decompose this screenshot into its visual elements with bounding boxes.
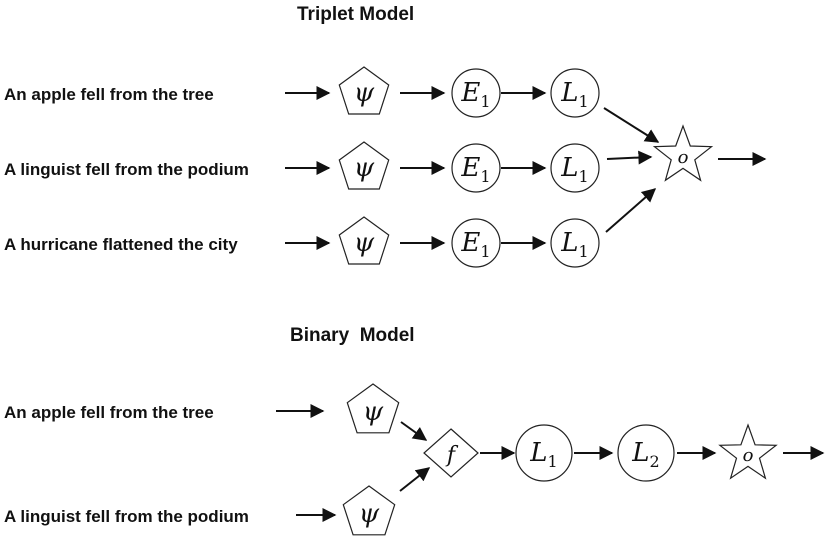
encoder-node-3 bbox=[451, 218, 501, 268]
pentagon-psi-binary-2 bbox=[342, 485, 396, 536]
layer-node-2 bbox=[550, 143, 600, 193]
output-star-triplet bbox=[652, 124, 714, 182]
output-label-triplet: o bbox=[678, 147, 689, 168]
layer1-node-binary bbox=[515, 424, 573, 482]
pentagon-psi-1 bbox=[338, 66, 390, 115]
binary-model-title: Binary Model bbox=[290, 325, 415, 346]
triplet-sentence-2: A linguist fell from the podium bbox=[4, 160, 249, 179]
layer-label-1: L1 bbox=[560, 78, 588, 111]
arrow-psi-binary1-to-f bbox=[400, 421, 428, 441]
binary-sentence-2: A linguist fell from the podium bbox=[4, 507, 249, 526]
pentagon-psi-binary-1 bbox=[346, 383, 400, 434]
encoder-label-2: E1 bbox=[460, 153, 490, 186]
pentagon-psi-2 bbox=[338, 141, 390, 190]
layer2-label-binary: L2 bbox=[631, 438, 659, 471]
arrow-l1-3-to-output bbox=[605, 188, 657, 233]
triplet-sentence-3: A hurricane flattened the city bbox=[4, 235, 238, 254]
encoder-label-1: E1 bbox=[460, 78, 490, 111]
layer-label-2: L1 bbox=[560, 153, 588, 186]
psi-label-3: ψ bbox=[354, 228, 375, 258]
encoder-label-3: E1 bbox=[460, 228, 490, 261]
binary-sentence-1: An apple fell from the tree bbox=[4, 403, 214, 422]
arrow-psi-binary2-to-f bbox=[399, 467, 431, 492]
layer-label-3: L1 bbox=[560, 228, 588, 261]
triplet-model-title: Triplet Model bbox=[297, 4, 414, 25]
encoder-node-1 bbox=[451, 68, 501, 118]
triplet-model: Triplet Model An apple fell from the tre… bbox=[4, 4, 767, 268]
combine-diamond bbox=[423, 428, 479, 478]
psi-label-2: ψ bbox=[354, 153, 375, 183]
psi-label-binary-1: ψ bbox=[363, 397, 384, 427]
psi-label-1: ψ bbox=[354, 78, 375, 108]
layer-node-1 bbox=[550, 68, 600, 118]
layer-node-3 bbox=[550, 218, 600, 268]
binary-model: Binary Model An apple fell from the tree… bbox=[4, 325, 825, 536]
pentagon-psi-3 bbox=[338, 216, 390, 265]
layer2-node-binary bbox=[617, 424, 675, 482]
arrow-l1-1-to-output bbox=[603, 107, 660, 143]
arrow-l1-2-to-output bbox=[606, 150, 653, 165]
layer1-label-binary: L1 bbox=[529, 438, 557, 471]
output-star-binary bbox=[718, 423, 778, 480]
psi-label-binary-2: ψ bbox=[359, 499, 380, 529]
triplet-sentence-1: An apple fell from the tree bbox=[4, 85, 214, 104]
output-label-binary: o bbox=[743, 445, 754, 466]
encoder-node-2 bbox=[451, 143, 501, 193]
